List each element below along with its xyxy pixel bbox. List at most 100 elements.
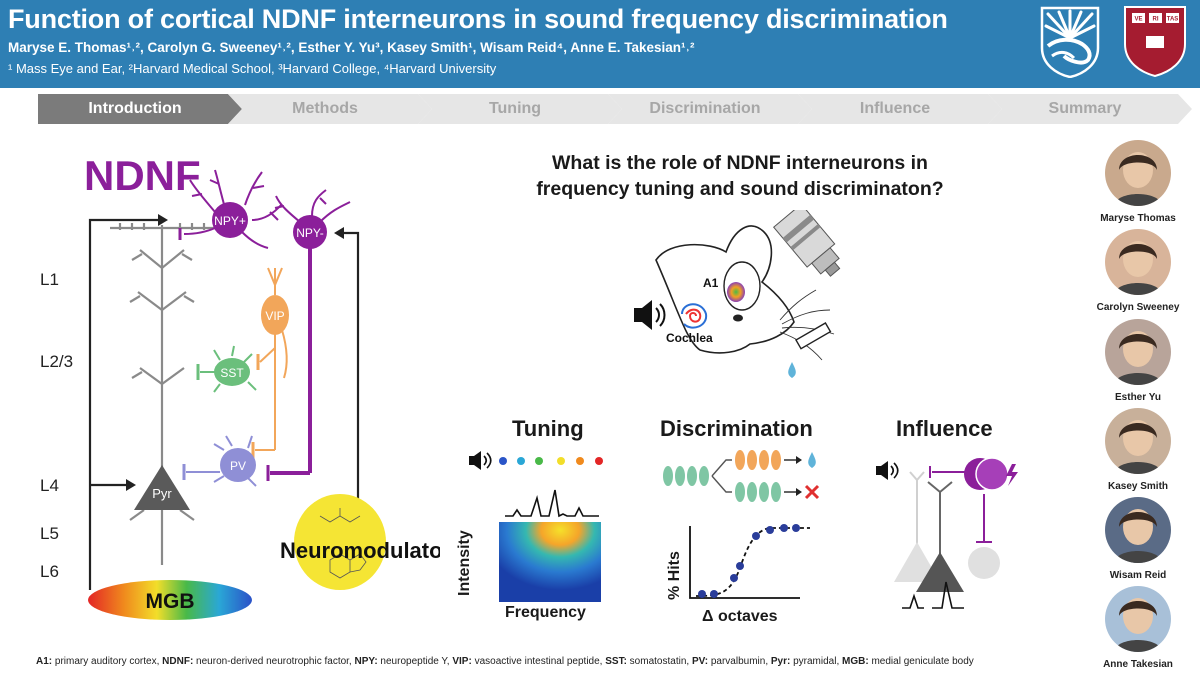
abbreviations-footnote: A1: primary auditory cortex, NDNF: neuro… xyxy=(36,656,974,667)
research-question: What is the role of NDNF interneurons in… xyxy=(500,150,980,202)
pyramidal-cell-body xyxy=(134,465,190,510)
abbreviation-definition: neuropeptide Y, xyxy=(377,656,453,667)
tuning-heatmap xyxy=(499,522,601,602)
abbreviation-term: VIP: xyxy=(452,656,472,667)
kasey-smith-photo xyxy=(1105,408,1171,474)
abbreviation-definition: somatostatin, xyxy=(626,656,692,667)
mouse-eye xyxy=(733,314,743,322)
abbreviation-definition: medial geniculate body xyxy=(868,656,974,667)
pyr-cell-icon xyxy=(916,552,964,592)
author-card: Maryse Thomas xyxy=(1088,140,1188,224)
speaker-icon xyxy=(469,451,492,470)
layer-label-l1: L1 xyxy=(40,270,59,289)
question-line-1: What is the role of NDNF interneurons in xyxy=(552,152,928,174)
author-name: Maryse Thomas xyxy=(1100,213,1176,224)
nav-step-introduction[interactable]: Introduction xyxy=(38,94,244,124)
pv-dendrites xyxy=(182,435,257,487)
nav-step-label: Methods xyxy=(292,100,358,117)
cochlea-spiral xyxy=(685,308,702,323)
author-card: Esther Yu xyxy=(1088,319,1188,403)
cochlea-label: Cochlea xyxy=(666,331,713,345)
author-name: Kasey Smith xyxy=(1107,481,1169,492)
affiliation-list: ¹ Mass Eye and Ear, ²Harvard Medical Sch… xyxy=(8,61,497,76)
tuning-panel-title: Tuning xyxy=(512,416,584,441)
go-stimulus-train xyxy=(663,450,781,502)
pyramidal-dendrites xyxy=(110,223,215,565)
mgb-label: MGB xyxy=(146,590,195,613)
author-card: Carolyn Sweeney xyxy=(1088,229,1188,313)
layer-label-l23: L2/3 xyxy=(40,352,74,371)
author-list: Maryse E. Thomas¹˒², Carolyn G. Sweeney¹… xyxy=(8,40,695,55)
nav-step-label: Discrimination xyxy=(649,100,761,117)
section-nav: Introduction Methods Tuning Discrimination I… xyxy=(38,94,1192,124)
lightning-icon xyxy=(1006,464,1018,486)
abbreviation-term: PV: xyxy=(691,656,709,667)
npy-pos-label: NPY+ xyxy=(214,214,246,228)
author-name: Wisam Reid xyxy=(1109,570,1167,581)
npy-neg-label: NPY- xyxy=(296,226,324,240)
author-name: Esther Yu xyxy=(1115,392,1161,403)
svg-text:VE: VE xyxy=(1134,17,1142,23)
author-card: Anne Takesian xyxy=(1088,586,1188,670)
influence-panel-title: Influence xyxy=(896,416,993,441)
water-drop-icon xyxy=(788,362,796,378)
esther-yu-photo xyxy=(1105,319,1171,385)
vip-dendrites xyxy=(251,267,288,458)
author-name: Carolyn Sweeney xyxy=(1096,302,1180,313)
abbreviation-term: Pyr: xyxy=(770,656,791,667)
tuning-xlabel: Frequency xyxy=(505,604,586,621)
harvard-shield-logo: VE RI TAS xyxy=(1124,6,1186,78)
tuning-illustration xyxy=(469,451,603,602)
carolyn-sweeney-photo xyxy=(1105,229,1171,295)
discrimination-panel-title: Discrimination xyxy=(660,416,813,441)
water-reward-icon xyxy=(808,452,816,468)
lick-spout xyxy=(795,322,832,350)
layer-label-l4: L4 xyxy=(40,476,59,495)
poster-title: Function of cortical NDNF interneurons i… xyxy=(8,4,948,34)
svg-text:RI: RI xyxy=(1153,17,1159,23)
author-name: Anne Takesian xyxy=(1103,659,1173,670)
question-line-2: frequency tuning and sound discriminaton… xyxy=(536,178,944,200)
tone-dots xyxy=(499,457,603,465)
microscope-objective-icon xyxy=(772,210,841,277)
nav-step-summary[interactable]: Summary xyxy=(988,94,1194,124)
discrimination-xlabel: Δ octaves xyxy=(702,608,778,625)
no-reward-x-icon xyxy=(804,484,820,500)
abbreviation-definition: vasoactive intestinal peptide, xyxy=(471,656,606,667)
tuning-ylabel: Intensity xyxy=(456,530,473,596)
abbreviation-term: NPY: xyxy=(354,656,378,667)
vip-label: VIP xyxy=(265,309,284,323)
discrimination-axes xyxy=(689,526,800,599)
nav-step-discrimination[interactable]: Discrimination xyxy=(608,94,814,124)
nav-step-label: Tuning xyxy=(488,100,542,117)
mass-eye-and-ear-logo xyxy=(1040,6,1100,78)
tuning-trace xyxy=(505,489,599,518)
pyr-label: Pyr xyxy=(152,486,172,501)
author-card: Wisam Reid xyxy=(1088,497,1188,581)
pv-label: PV xyxy=(230,459,246,473)
abbreviation-term: MGB: xyxy=(842,656,869,667)
author-card: Kasey Smith xyxy=(1088,408,1188,492)
ndnf-circuit-diagram: Pyr NPY+ NPY- NDNF xyxy=(84,152,440,620)
nav-step-tuning[interactable]: Tuning xyxy=(418,94,624,124)
nav-step-methods[interactable]: Methods xyxy=(228,94,434,124)
abbreviation-definition: neuron-derived neurotrophic factor, xyxy=(193,656,355,667)
pv-cell xyxy=(220,448,256,482)
sst-dendrites xyxy=(196,345,257,393)
svg-text:TAS: TAS xyxy=(1167,17,1179,23)
nav-step-label: Introduction xyxy=(88,100,182,117)
mgb-thalamus xyxy=(88,580,252,620)
poster-header: Function of cortical NDNF interneurons i… xyxy=(0,0,1200,88)
abbreviation-definition: primary auditory cortex, xyxy=(52,656,163,667)
npy-pos-cell xyxy=(212,202,248,238)
vip-cell xyxy=(261,295,289,335)
influence-illustration xyxy=(876,457,1018,609)
nav-step-influence[interactable]: Influence xyxy=(798,94,1004,124)
abbreviation-term: A1: xyxy=(36,656,53,667)
layer-label-l6: L6 xyxy=(40,562,59,581)
sst-cell xyxy=(214,358,250,386)
hit-rate-points xyxy=(698,524,800,598)
speaker-icon xyxy=(634,300,666,330)
maryse-thomas-photo xyxy=(1105,140,1171,206)
a1-label: A1 xyxy=(703,276,719,290)
